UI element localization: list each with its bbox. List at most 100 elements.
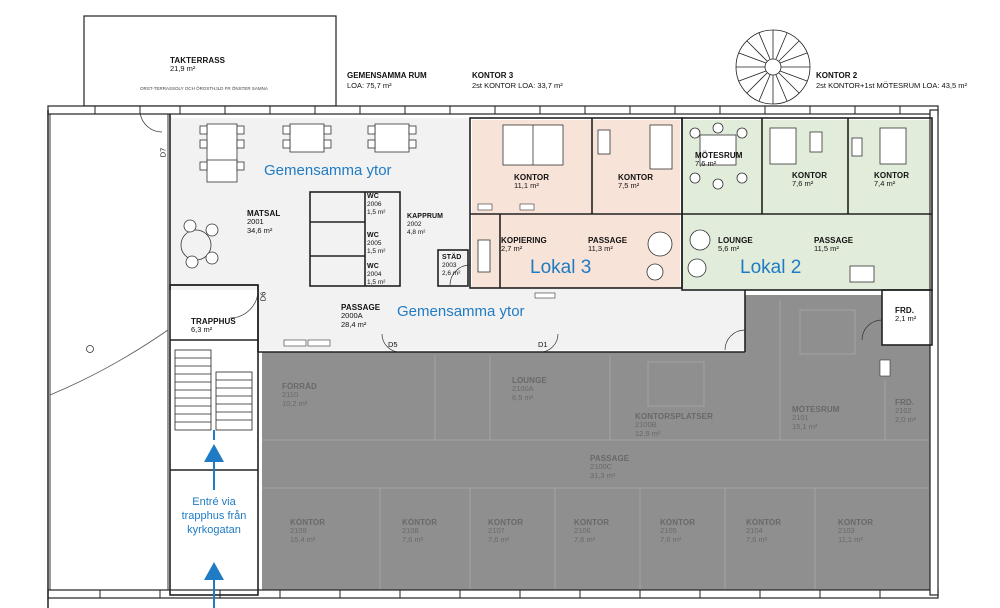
kontor2-header-name: KONTOR 2 bbox=[816, 71, 858, 80]
door-label-d5: D5 bbox=[388, 340, 398, 349]
room-name: PASSAGE bbox=[341, 303, 381, 312]
room-name: KONTOR bbox=[514, 173, 550, 182]
room-number: 2100C bbox=[590, 462, 613, 472]
room-area: 11,3 m² bbox=[588, 244, 613, 254]
room-wc-2006: WC 2006 1,5 m² bbox=[367, 193, 385, 216]
room-name: LOUNGE bbox=[512, 376, 547, 385]
kontor3-header: KONTOR 3 2st KONTOR LOA: 33,7 m² bbox=[472, 71, 563, 90]
room-area: 11,1 m² bbox=[838, 534, 863, 544]
zone-label-lokal2: Lokal 2 bbox=[740, 257, 802, 278]
room-number: 2001 bbox=[247, 217, 264, 227]
room-kopiering: KOPIERING 2,7 m² bbox=[501, 236, 547, 254]
room-number: 2110 bbox=[282, 390, 299, 400]
room-area: 10,2 m² bbox=[282, 398, 308, 408]
room-area: 11,1 m² bbox=[514, 181, 539, 191]
room-name: PASSAGE bbox=[590, 454, 630, 463]
room-passage-11-5: PASSAGE 11,5 m² bbox=[814, 236, 853, 254]
spiral-stair-icon bbox=[735, 29, 811, 105]
room-kontor-7-4: KONTOR 7,4 m² bbox=[874, 171, 909, 189]
room-number: 2106 bbox=[574, 526, 591, 536]
room-number: 2004 bbox=[367, 271, 382, 279]
stairs-icon bbox=[174, 349, 253, 431]
kontor2-header-loa: LOA: 43,5 m² bbox=[922, 80, 967, 90]
room-number: 2005 bbox=[367, 240, 382, 248]
room-number: 2105 bbox=[660, 526, 677, 536]
interior-walls bbox=[169, 114, 933, 596]
room-name: WC bbox=[367, 232, 379, 239]
room-wc-2005: WC 2005 1,5 m² bbox=[367, 232, 385, 255]
faded-room-kontor-2103: KONTOR 2103 11,1 m² bbox=[838, 518, 873, 544]
room-frd: FRD. 2,1 m² bbox=[895, 306, 916, 324]
room-area: 5,6 m² bbox=[718, 244, 740, 254]
room-area: 1,5 m² bbox=[367, 208, 386, 216]
kontor3-header-loa: LOA: 33,7 m² bbox=[518, 80, 563, 90]
room-name: WC bbox=[367, 263, 379, 270]
room-name: KONTOR bbox=[488, 518, 524, 527]
room-area: 7,6 m² bbox=[402, 534, 424, 544]
room-number: 2002 bbox=[407, 221, 422, 229]
terrace-outline bbox=[83, 15, 337, 107]
room-name: KONTOR bbox=[838, 518, 874, 527]
room-area: 12,9 m² bbox=[635, 428, 661, 438]
column-circle bbox=[86, 345, 94, 353]
faded-room-kontor-2109: KONTOR 2109 15,4 m² bbox=[290, 518, 325, 544]
room-number: 2107 bbox=[488, 526, 505, 536]
room-name: FRD. bbox=[895, 398, 915, 407]
faded-room-frd: FRD. 2102 2,0 m² bbox=[895, 398, 916, 424]
room-kapprum: KAPPRUM 2002 4,8 m² bbox=[407, 213, 443, 236]
room-number: 2101 bbox=[792, 413, 809, 423]
room-name: KONTOR bbox=[402, 518, 438, 527]
room-area: 4,8 m² bbox=[407, 228, 426, 236]
room-name: KAPPRUM bbox=[407, 213, 444, 220]
room-motesrum: MÖTESRUM 7,6 m² bbox=[695, 151, 742, 169]
room-name: WC bbox=[367, 193, 379, 200]
door-label-d6: D6 bbox=[258, 291, 268, 302]
room-number: 2003 bbox=[442, 262, 457, 270]
faded-room-kontor-2107: KONTOR 2107 7,6 m² bbox=[488, 518, 523, 544]
room-name: MATSAL bbox=[247, 209, 281, 218]
room-number: 2102 bbox=[895, 406, 912, 416]
zone-label-gemensamma-top: Gemensamma ytor bbox=[264, 162, 392, 179]
room-name: KONTOR bbox=[792, 171, 828, 180]
room-passage-2000a: PASSAGE 2000A 28,4 m² bbox=[341, 303, 380, 329]
room-area: 2,1 m² bbox=[895, 314, 917, 324]
room-kontor-7-5: KONTOR 7,5 m² bbox=[618, 173, 653, 191]
exterior-wall-top bbox=[47, 105, 939, 115]
room-name: KONTOR bbox=[660, 518, 696, 527]
room-kontor-7-6: KONTOR 7,6 m² bbox=[792, 171, 827, 189]
faded-room-kontor-2105: KONTOR 2105 7,6 m² bbox=[660, 518, 695, 544]
room-name: TRAPPHUS bbox=[191, 317, 236, 326]
exterior-wall-bottom bbox=[47, 589, 939, 599]
kontor2-header-desc: 2st KONTOR+1st MÖTESRUM bbox=[816, 80, 921, 90]
entry-line-1: Entré via bbox=[192, 496, 236, 508]
room-area: 6,5 m² bbox=[512, 392, 534, 402]
room-name: KONTOR bbox=[618, 173, 654, 182]
room-matsal: MATSAL 2001 34,6 m² bbox=[247, 209, 280, 235]
room-name: PASSAGE bbox=[588, 236, 628, 245]
faded-room-passage: PASSAGE 2100C 31,3 m² bbox=[590, 454, 629, 480]
room-number: 2100B bbox=[635, 420, 657, 430]
room-area: 7,6 m² bbox=[660, 534, 682, 544]
faded-room-lounge: LOUNGE 2100A 6,5 m² bbox=[512, 376, 547, 402]
room-area: 1,5 m² bbox=[367, 278, 386, 286]
terrace-name: TAKTERRASS bbox=[170, 56, 226, 65]
room-area: 11,5 m² bbox=[814, 244, 839, 254]
terrace-area: 21,9 m² bbox=[170, 64, 196, 74]
kontor3-header-desc: 2st KONTOR bbox=[472, 80, 517, 90]
room-area: 7,6 m² bbox=[488, 534, 510, 544]
common-area-fill bbox=[170, 118, 745, 350]
room-name: KONTOR bbox=[574, 518, 610, 527]
room-kontor-11-1: KONTOR 11,1 m² bbox=[514, 173, 549, 191]
room-stad: STÄD 2003 2,6 m² bbox=[442, 254, 461, 277]
room-area: 7,6 m² bbox=[695, 159, 717, 169]
room-area: 2,7 m² bbox=[501, 244, 523, 254]
dining-furniture bbox=[180, 123, 417, 269]
room-name: KOPIERING bbox=[501, 236, 547, 245]
entry-arrow-icon bbox=[204, 444, 224, 608]
room-number: 2100A bbox=[512, 384, 534, 394]
room-name: KONTOR bbox=[746, 518, 782, 527]
left-wing bbox=[49, 109, 169, 596]
room-area: 2,6 m² bbox=[442, 269, 461, 277]
kontor3-header-name: KONTOR 3 bbox=[472, 71, 514, 80]
left-wing-curve bbox=[49, 329, 169, 396]
